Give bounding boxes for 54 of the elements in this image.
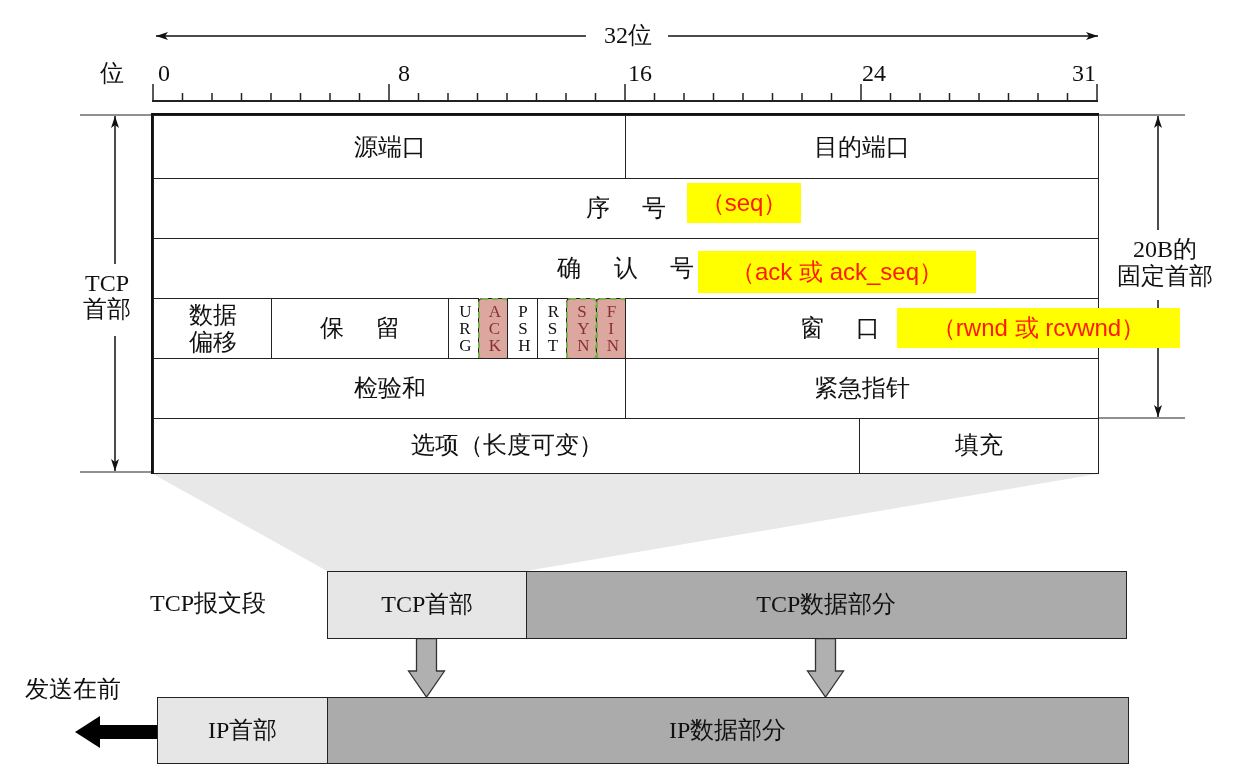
annotation-box [897, 308, 1180, 348]
block-arrow [806, 637, 845, 699]
field-label: 序 号 [585, 195, 666, 223]
field-label: 源端口 [353, 133, 426, 161]
field-label: 选项（长度可变） [410, 432, 603, 460]
annotation-text: （rwnd 或 rcvwnd） [931, 313, 1146, 343]
bit-number: 8 [398, 60, 411, 87]
annotation-text: （ack 或 ack_seq） [730, 257, 944, 287]
field-label: 目的端口 [813, 133, 910, 161]
header-field [153, 178, 1099, 240]
field-label: IP首部 [208, 716, 278, 744]
dimension-label: 固定首部 [1116, 263, 1214, 290]
dimension-label: TCP 首部 [82, 270, 132, 323]
flag-field [448, 298, 479, 360]
dimension-label: 20B的 [1132, 236, 1198, 263]
block-arrow [407, 637, 446, 699]
axis-label: 位 [100, 60, 125, 87]
segment-part [327, 697, 1129, 764]
bit-number: 24 [862, 60, 887, 87]
header-field [153, 115, 627, 180]
zoom-projection [153, 474, 1097, 571]
field-label: 窗 口 [799, 315, 880, 343]
field-label: IP数据部分 [669, 716, 787, 744]
field-label: 填充 [954, 432, 1003, 460]
direction-label: 发送在前 [25, 676, 122, 703]
field-label: TCP首部 [381, 591, 474, 619]
row-label: TCP报文段 [150, 590, 267, 617]
segment-part [157, 697, 329, 764]
field-label: 保 留 [320, 315, 401, 343]
header-field [153, 298, 273, 360]
segment-part [327, 571, 528, 639]
annotation-text: （seq） [700, 188, 788, 218]
highlighted-flag-field [566, 298, 597, 360]
field-label: 确 认 号 [557, 255, 695, 283]
field-label: 检验和 [353, 375, 426, 403]
header-field [859, 418, 1099, 474]
field-label: 数据偏移 [187, 301, 238, 356]
annotation-box [687, 183, 801, 223]
bit-number: 16 [628, 60, 653, 87]
header-field [625, 358, 1099, 420]
bit-number: 31 [1071, 60, 1096, 87]
header-field [625, 115, 1099, 180]
bit-number: 0 [158, 60, 171, 87]
header-field [271, 298, 450, 360]
segment-part [526, 571, 1127, 639]
header-field [153, 358, 627, 420]
header-field [153, 418, 861, 474]
dimension-label: 32位 [603, 22, 653, 49]
field-label: 紧急指针 [813, 375, 910, 403]
field-label: TCP数据部分 [756, 591, 897, 619]
flag-label: RST [547, 302, 557, 355]
header-field [153, 238, 1099, 300]
flag-field [507, 298, 538, 360]
annotation-box [698, 251, 976, 293]
